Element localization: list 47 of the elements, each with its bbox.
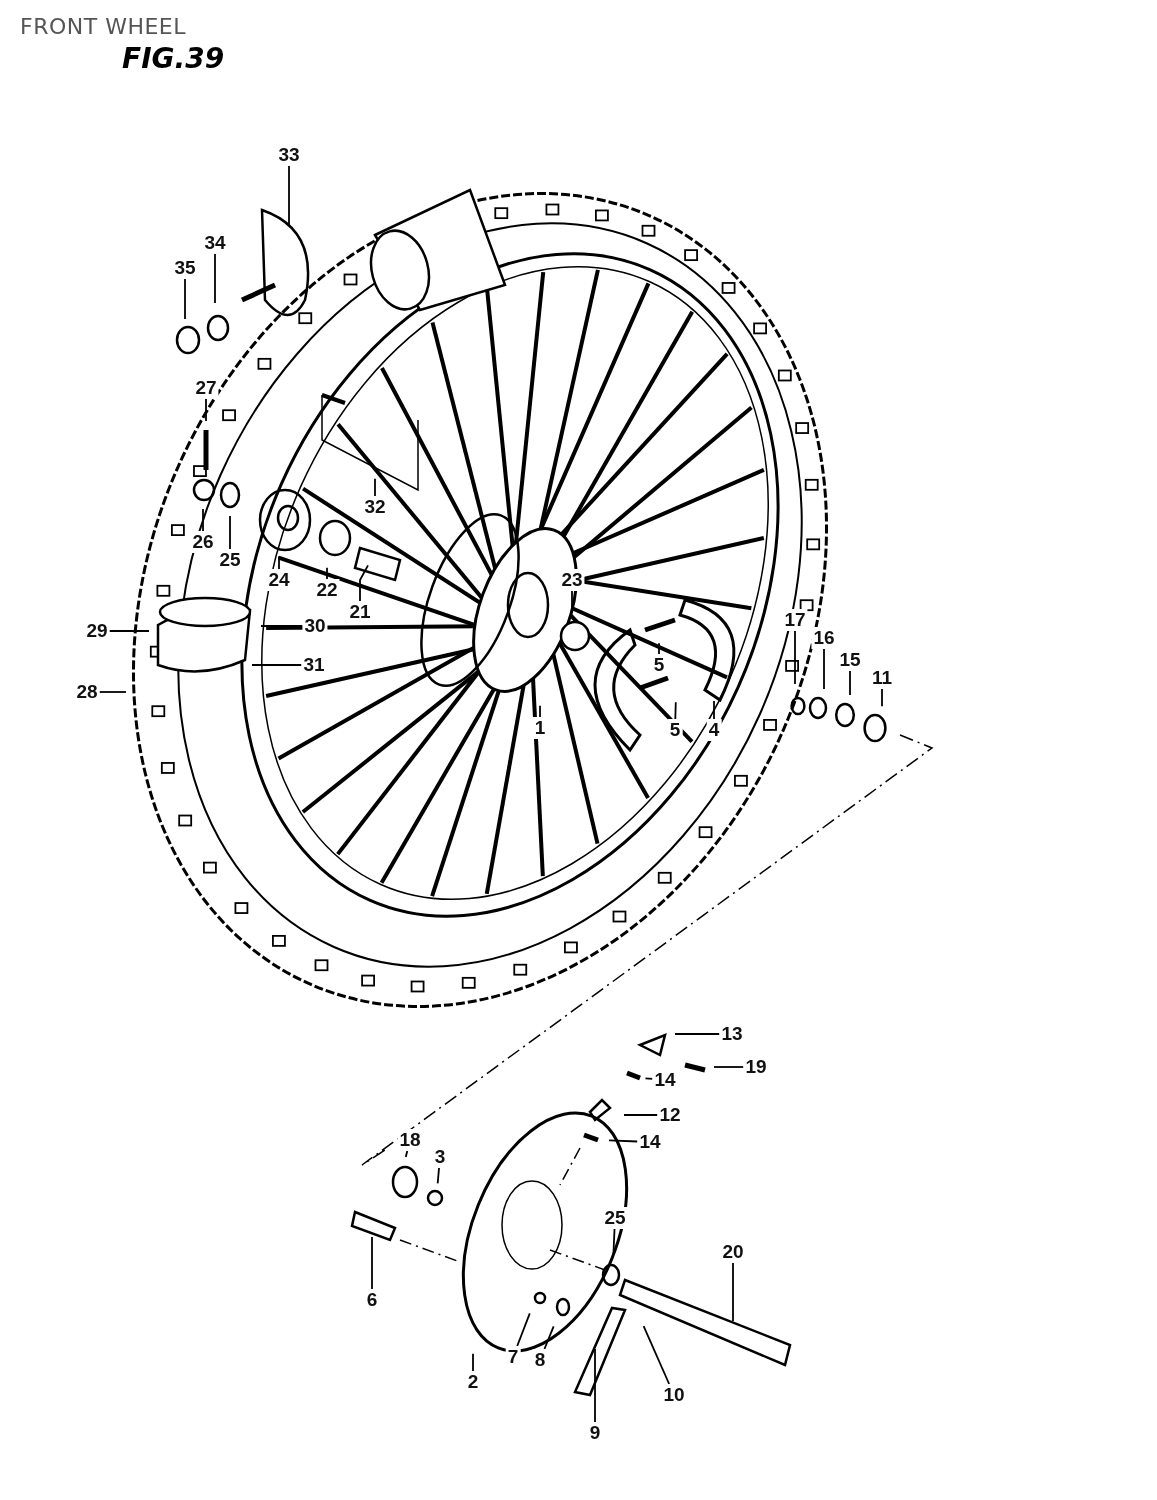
leader-line: [594, 1348, 596, 1423]
leader-line: [823, 648, 825, 690]
figure-number: FIG.39: [122, 42, 225, 75]
callout-number: 24: [266, 569, 292, 591]
leader-line: [732, 1262, 734, 1322]
leader-line: [539, 704, 541, 718]
leader-line: [202, 508, 204, 532]
leader-line: [205, 398, 207, 422]
callout-number: 23: [559, 569, 585, 591]
leader-line: [849, 670, 851, 696]
callout-number: 4: [706, 719, 722, 741]
leader-line: [374, 477, 376, 497]
callout-number: 18: [397, 1129, 423, 1151]
leader-line: [288, 165, 290, 227]
leader-line: [214, 253, 216, 304]
leader-line: [516, 1312, 531, 1347]
leader-line: [674, 701, 677, 720]
leader-line: [543, 1325, 555, 1350]
leader-line: [881, 688, 883, 708]
leader-line: [371, 1236, 373, 1290]
callout-number: 25: [602, 1207, 628, 1229]
diagram-title: FRONT WHEEL: [20, 14, 186, 39]
leader-line: [658, 642, 660, 655]
callout-number: 1: [532, 717, 548, 739]
leader-line: [98, 691, 127, 693]
leader-line: [260, 625, 304, 627]
leader-line: [108, 630, 150, 632]
leader-line: [642, 1325, 671, 1385]
leader-line: [571, 590, 573, 609]
leader-line: [359, 564, 369, 602]
leader-line: [472, 1352, 474, 1372]
callout-number: 26: [190, 531, 216, 553]
leader-line: [608, 1139, 639, 1143]
callout-number: 17: [782, 609, 808, 631]
callout-number: 16: [811, 627, 837, 649]
leader-line: [436, 1167, 440, 1185]
leader-line: [713, 1066, 745, 1068]
leader-line: [674, 1033, 721, 1035]
leader-line: [404, 1150, 409, 1158]
leader-line: [184, 278, 186, 320]
leader-line: [612, 1228, 616, 1256]
leader-line: [713, 700, 715, 720]
leader-line: [326, 566, 328, 580]
leader-line: [623, 1114, 659, 1116]
leader-line: [229, 515, 231, 550]
leader-line: [251, 664, 303, 666]
leader-line: [278, 555, 280, 570]
